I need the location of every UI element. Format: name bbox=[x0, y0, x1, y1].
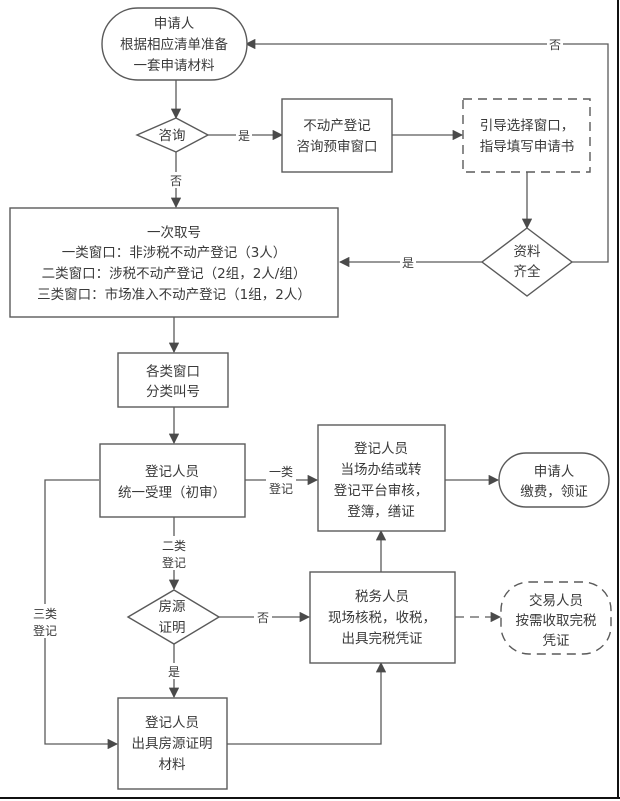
svg-text:咨询: 咨询 bbox=[159, 128, 186, 144]
svg-text:当场办结或转: 当场办结或转 bbox=[341, 462, 422, 478]
edge-issue-tax bbox=[227, 661, 387, 745]
svg-text:咨询预审窗口: 咨询预审窗口 bbox=[297, 138, 378, 155]
svg-text:根据相应清单准备: 根据相应清单准备 bbox=[120, 36, 228, 53]
node-house-proof-decision: 房源 证明 bbox=[126, 589, 221, 645]
label-complete-yes: 是 bbox=[402, 256, 414, 270]
svg-text:登记人员: 登记人员 bbox=[354, 441, 408, 457]
label-class2-line1: 二类 bbox=[162, 539, 186, 553]
label-class1-line1: 一类 bbox=[269, 465, 293, 479]
node-applicant-end: 申请人 缴费，领证 bbox=[498, 452, 610, 508]
node-accept-initial-review: 登记人员 统一受理（初审） bbox=[99, 443, 246, 518]
svg-text:登簿，缮证: 登簿，缮证 bbox=[347, 503, 415, 520]
node-take-number: 一次取号 一类窗口：非涉税不动产登记（3人） 二类窗口：涉税不动产登记（2组，2… bbox=[9, 207, 339, 318]
svg-text:交易人员: 交易人员 bbox=[529, 592, 583, 609]
label-proof-no: 否 bbox=[257, 611, 269, 625]
svg-text:一类窗口：非涉税不动产登记（3人）: 一类窗口：非涉税不动产登记（3人） bbox=[62, 244, 287, 261]
label-class3-line2: 登记 bbox=[33, 623, 57, 638]
svg-text:二类窗口：涉税不动产登记（2组，2人/组）: 二类窗口：涉税不动产登记（2组，2人/组） bbox=[42, 265, 307, 282]
node-tax-staff: 税务人员 现场核税，收税， 出具完税凭证 bbox=[309, 571, 456, 664]
svg-text:登记人员: 登记人员 bbox=[145, 464, 199, 480]
svg-text:一套申请材料: 一套申请材料 bbox=[134, 58, 215, 74]
svg-text:出具完税凭证: 出具完税凭证 bbox=[342, 631, 423, 647]
edge-complete-no bbox=[244, 38, 609, 263]
svg-text:出具房源证明: 出具房源证明 bbox=[132, 736, 213, 752]
node-consult-decision: 咨询 bbox=[135, 117, 210, 153]
svg-text:税务人员: 税务人员 bbox=[355, 589, 409, 605]
label-class3-line1: 三类 bbox=[33, 607, 57, 621]
svg-text:齐全: 齐全 bbox=[514, 263, 542, 280]
svg-text:一次取号: 一次取号 bbox=[147, 225, 201, 241]
label-proof-yes: 是 bbox=[168, 665, 180, 679]
svg-text:三类窗口：市场准入不动产登记（1组，2人）: 三类窗口：市场准入不动产登记（1组，2人） bbox=[37, 286, 311, 303]
svg-text:指导填写申请书: 指导填写申请书 bbox=[480, 139, 575, 155]
node-guide-window: 引导选择窗口， 指导填写申请书 bbox=[462, 98, 591, 173]
svg-text:资料: 资料 bbox=[514, 244, 542, 260]
node-transaction-staff: 交易人员 按需收取完税 凭证 bbox=[500, 581, 612, 655]
svg-text:分类叫号: 分类叫号 bbox=[146, 384, 200, 400]
node-materials-complete-decision: 资料 齐全 bbox=[480, 227, 574, 297]
svg-text:不动产登记: 不动产登记 bbox=[303, 118, 371, 134]
label-consult-yes: 是 bbox=[238, 129, 250, 143]
svg-text:统一受理（初审）: 统一受理（初审） bbox=[118, 484, 226, 501]
svg-text:按需收取完税: 按需收取完税 bbox=[516, 613, 597, 629]
svg-text:登记平台审核，: 登记平台审核， bbox=[334, 483, 429, 499]
label-class1-line2: 登记 bbox=[269, 481, 293, 496]
svg-text:材料: 材料 bbox=[159, 757, 186, 773]
node-applicant-start: 申请人 根据相应清单准备 一套申请材料 bbox=[101, 7, 248, 81]
svg-text:登记人员: 登记人员 bbox=[145, 715, 199, 731]
svg-text:房源: 房源 bbox=[159, 599, 186, 615]
node-consult-window: 不动产登记 咨询预审窗口 bbox=[281, 98, 393, 173]
svg-text:申请人: 申请人 bbox=[534, 464, 575, 480]
svg-text:各类窗口: 各类窗口 bbox=[146, 363, 200, 380]
svg-text:现场核税，收税，: 现场核税，收税， bbox=[328, 610, 436, 626]
node-call-number: 各类窗口 分类叫号 bbox=[117, 352, 229, 408]
label-class2-line2: 登记 bbox=[162, 555, 186, 570]
svg-text:证明: 证明 bbox=[159, 620, 186, 636]
label-consult-no: 否 bbox=[170, 174, 182, 188]
svg-text:缴费，领证: 缴费，领证 bbox=[520, 484, 588, 500]
node-registrar-process: 登记人员 当场办结或转 登记平台审核， 登簿，缮证 bbox=[317, 424, 446, 532]
svg-text:引导选择窗口，: 引导选择窗口， bbox=[480, 117, 575, 134]
svg-text:凭证: 凭证 bbox=[543, 633, 570, 649]
label-complete-no: 否 bbox=[549, 38, 561, 52]
node-issue-house-proof: 登记人员 出具房源证明 材料 bbox=[117, 697, 228, 790]
svg-text:申请人: 申请人 bbox=[154, 16, 195, 32]
